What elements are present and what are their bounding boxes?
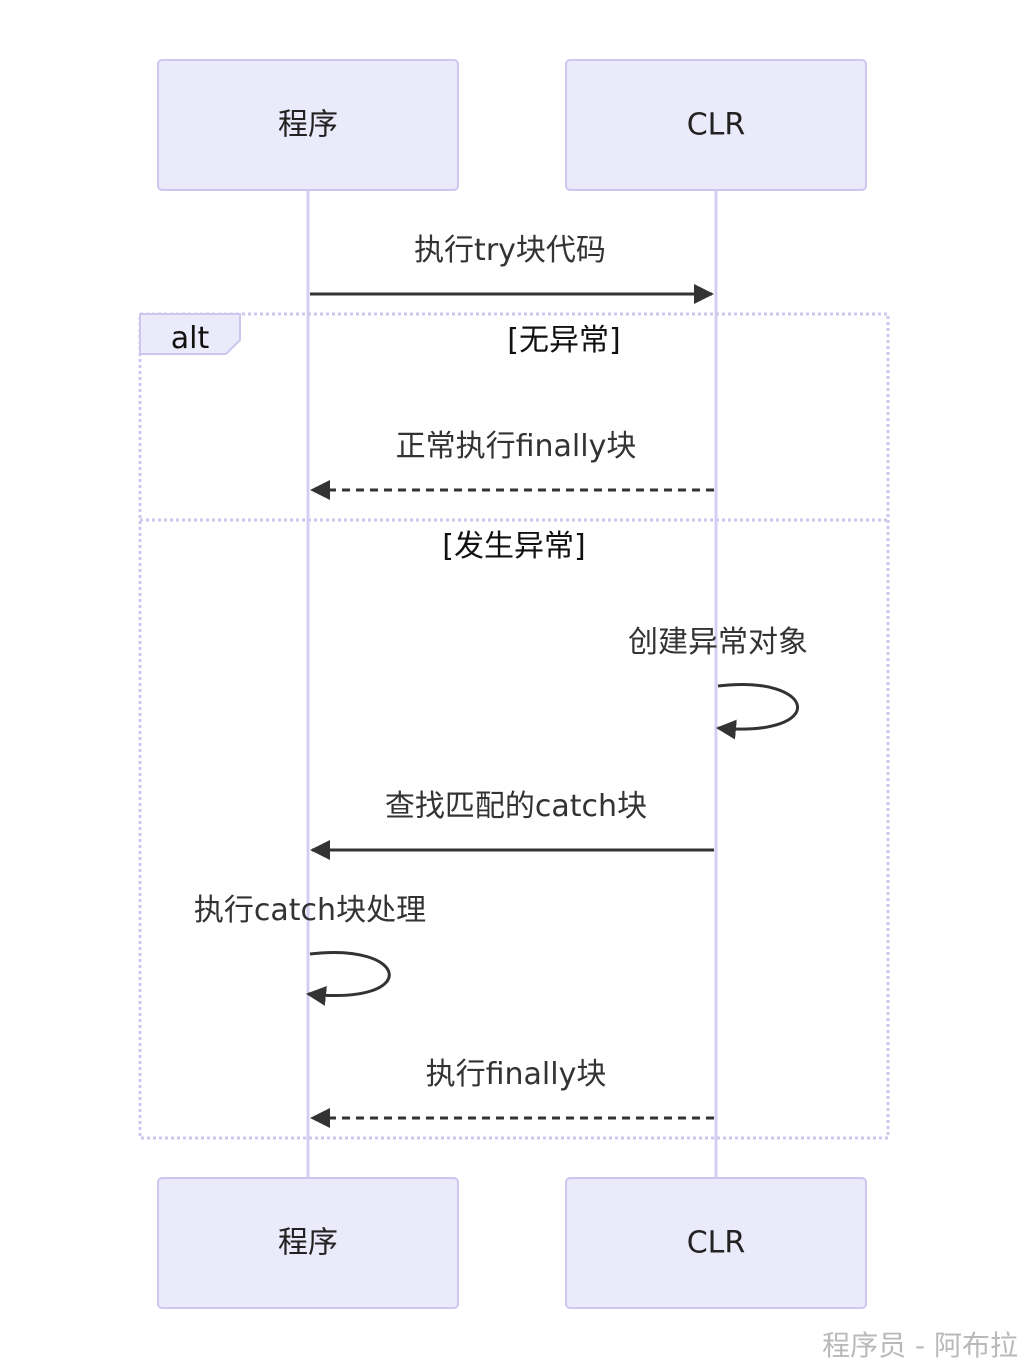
alt-frame: alt [无异常] [发生异常] [138, 312, 890, 1140]
message-label: 创建异常对象 [628, 625, 808, 660]
watermark-text: 程序员 - 阿布拉 [822, 1329, 1018, 1362]
message-execute-try: 执行try块代码 [310, 233, 714, 304]
message-label: 查找匹配的catch块 [385, 789, 647, 824]
message-find-catch: 查找匹配的catch块 [310, 789, 714, 860]
message-label: 执行catch块处理 [194, 893, 426, 928]
alt-condition-no-exception: [无异常] [507, 323, 620, 358]
message-label: 执行finally块 [426, 1057, 607, 1092]
actor-clr-bottom: CLR [565, 1177, 867, 1309]
message-label: 正常执行finally块 [396, 429, 637, 464]
actor-label: 程序 [278, 1226, 338, 1261]
message-finally-normal: 正常执行finally块 [310, 429, 714, 500]
message-label: 执行try块代码 [414, 233, 606, 268]
actor-program-bottom: 程序 [157, 1177, 459, 1309]
actor-program-top: 程序 [157, 59, 459, 191]
actor-label: 程序 [278, 108, 338, 143]
alt-condition-exception: [发生异常] [442, 529, 585, 564]
self-loop-arrow [716, 683, 799, 740]
message-create-exception: 创建异常对象 [628, 625, 808, 740]
self-loop-arrow [306, 951, 391, 1006]
actor-label: CLR [687, 1226, 746, 1261]
actor-clr-top: CLR [565, 59, 867, 191]
message-execute-catch: 执行catch块处理 [194, 893, 426, 1006]
actor-label: CLR [687, 108, 746, 143]
alt-label: alt [171, 321, 210, 356]
alt-frame-border [138, 312, 890, 1140]
alt-label-box [139, 313, 241, 355]
message-finally-after-catch: 执行finally块 [310, 1057, 714, 1128]
